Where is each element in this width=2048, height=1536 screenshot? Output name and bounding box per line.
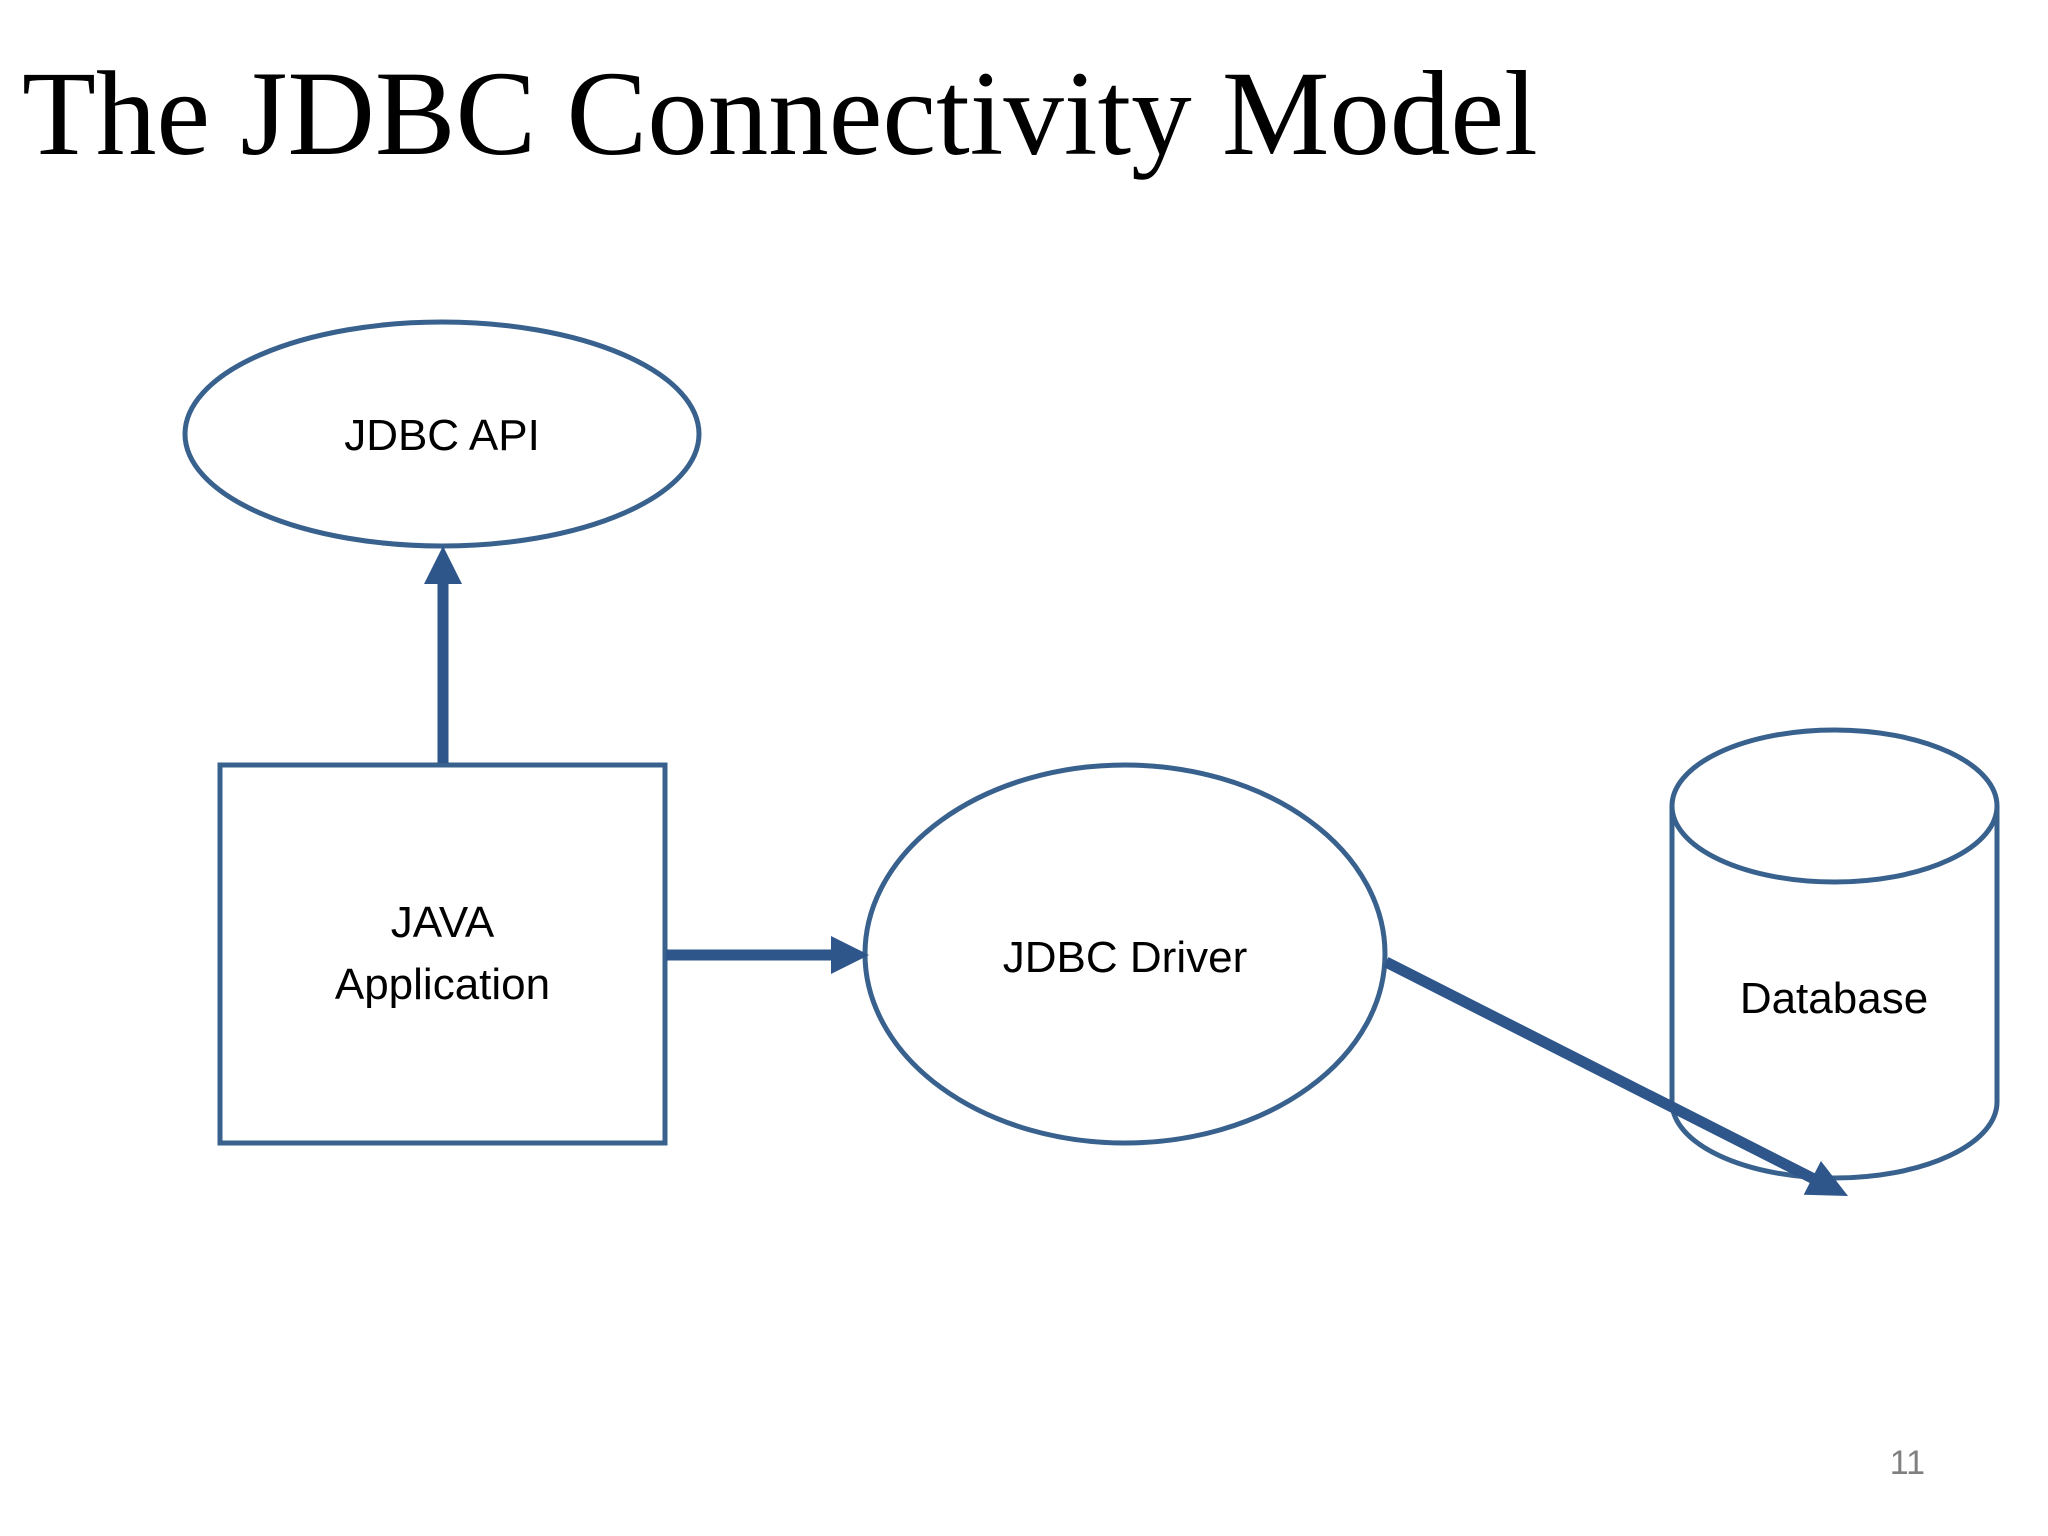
jdbc-api-label: JDBC API — [344, 411, 540, 460]
database-cylinder — [1669, 727, 2000, 1181]
arrow-java-to-jdbc-api — [424, 546, 462, 763]
java-application-label-line1: JAVA — [390, 898, 495, 947]
java-application-rect — [217, 762, 668, 1146]
jdbc-api-ellipse — [182, 319, 702, 549]
java-application-label-line2: Application — [334, 960, 551, 1009]
database-cylinder-body — [1669, 806, 2000, 1181]
arrowhead-right-icon — [831, 936, 869, 974]
arrow-jdbc-driver-to-database — [1383, 957, 1848, 1196]
jdbc-driver-label: JDBC Driver — [1002, 933, 1248, 982]
database-label: Database — [1739, 974, 1929, 1023]
arrow-shaft — [1383, 957, 1819, 1185]
slide-title: The JDBC Connectivity Model — [22, 47, 1538, 181]
page-number: 11 — [1889, 1444, 1925, 1482]
arrow-java-to-jdbc-driver — [666, 936, 869, 974]
java-application-label: JAVA Application — [220, 765, 665, 1143]
arrowhead-up-icon — [424, 546, 462, 584]
database-cylinder-top-rim — [1669, 727, 2000, 885]
arrowhead-down-right-icon — [1803, 1161, 1848, 1196]
